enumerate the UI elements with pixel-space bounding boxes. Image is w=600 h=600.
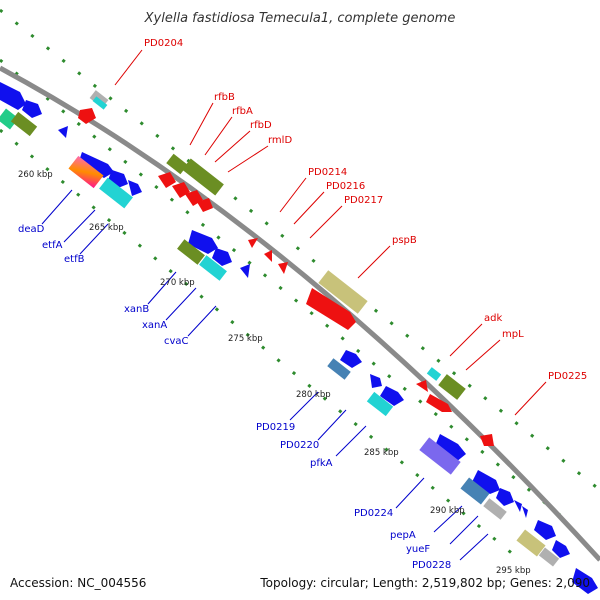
- gene-arrow: [240, 264, 250, 278]
- gene-arrow: [370, 374, 382, 388]
- accession-text: Accession: NC_004556: [10, 576, 146, 590]
- kbp-label: 260 kbp: [18, 170, 53, 180]
- gene-label: deaD: [18, 224, 45, 235]
- kbp-label: 295 kbp: [496, 566, 531, 576]
- gene-block: [538, 547, 560, 567]
- kbp-label: 280 kbp: [296, 390, 331, 400]
- gene-label: pfkA: [310, 458, 333, 469]
- gene-arrow: [128, 180, 142, 196]
- reverse-genes: [0, 82, 598, 594]
- tick-track-outer: [0, 8, 600, 492]
- gene-block: [68, 155, 104, 189]
- gene-block: [426, 367, 442, 381]
- gene-block: [438, 374, 466, 400]
- gene-label: PD0224: [354, 508, 393, 519]
- gene-arrow: [496, 488, 514, 506]
- kbp-label: 270 kbp: [160, 278, 195, 288]
- gene-block: [99, 177, 133, 209]
- gene-block: [318, 270, 368, 314]
- gene-label: PD0220: [280, 440, 319, 451]
- gene-arrow: [158, 172, 176, 188]
- reverse-leaders: [41, 189, 489, 561]
- gene-arrow: [514, 500, 522, 512]
- gene-arrow: [552, 540, 570, 558]
- gene-arrow: [472, 470, 500, 494]
- tick-track-inner: [0, 128, 521, 562]
- gene-label: PD0228: [412, 560, 451, 571]
- gene-block: [419, 437, 461, 475]
- gene-block: [327, 358, 351, 380]
- gene-label: mpL: [502, 329, 524, 340]
- topology-text: Topology: circular; Length: 2,519,802 bp…: [259, 576, 590, 590]
- gene-label: PD0214: [308, 167, 347, 178]
- kbp-label: 285 kbp: [364, 448, 399, 458]
- tick-track-mid: [0, 58, 561, 517]
- gene-block: [366, 391, 394, 417]
- gene-block: [199, 255, 227, 281]
- reverse-gene-labels: deaD etfA etfB xanB xanA cvaC PD0219 PD0…: [18, 224, 451, 571]
- gene-label: pspB: [392, 235, 417, 246]
- gene-block: [177, 239, 205, 265]
- gene-arrow: [534, 520, 556, 540]
- gene-arrow: [416, 380, 428, 392]
- gene-block: [182, 158, 224, 196]
- gene-label: yueF: [406, 544, 430, 555]
- kbp-label: 290 kbp: [430, 506, 465, 516]
- kbp-labels: 260 kbp 265 kbp 270 kbp 275 kbp 280 kbp …: [18, 170, 531, 576]
- gene-arrow: [278, 262, 288, 274]
- gene-arrow: [22, 100, 42, 118]
- gene-arrow: [188, 230, 218, 254]
- gene-arrow: [197, 198, 213, 212]
- gene-label: cvaC: [164, 336, 189, 347]
- gene-block: [166, 153, 188, 175]
- kbp-label: 275 kbp: [228, 334, 263, 344]
- gene-block: [92, 96, 108, 110]
- gene-label: rmlD: [268, 135, 292, 146]
- gene-label: PD0219: [256, 422, 295, 433]
- gene-arrow: [480, 434, 494, 446]
- kbp-label: 265 kbp: [89, 223, 124, 233]
- map-title: Xylella fastidiosa Temecula1, complete g…: [144, 11, 456, 26]
- gene-arrow: [78, 152, 114, 178]
- gene-arrow: [78, 108, 96, 124]
- gene-label: rfbB: [214, 92, 235, 103]
- gene-label: pepA: [390, 530, 416, 541]
- gene-arrow: [0, 82, 26, 110]
- gene-label: rfbD: [250, 120, 272, 131]
- gene-block: [483, 498, 507, 520]
- forward-leaders: [114, 49, 547, 416]
- forward-gene-labels: PD0204 rfbB rfbA rfbD rmlD PD0214 PD0216…: [144, 38, 587, 382]
- gene-arrow: [264, 250, 272, 262]
- gene-label: PD0216: [326, 181, 365, 192]
- gene-arrow: [426, 394, 452, 412]
- gene-label: PD0204: [144, 38, 183, 49]
- gene-arrow: [306, 288, 356, 330]
- gene-arrow: [248, 238, 258, 248]
- gene-arrow: [522, 506, 528, 518]
- gene-block: [516, 529, 546, 557]
- gene-arrow: [212, 248, 232, 266]
- gene-arrow: [340, 350, 362, 368]
- gene-block: [10, 111, 38, 137]
- gene-label: etfA: [42, 240, 63, 251]
- gene-label: xanB: [124, 304, 149, 315]
- gene-label: adk: [484, 313, 502, 324]
- gene-arrow: [572, 568, 598, 594]
- forward-genes: [78, 90, 494, 446]
- gene-arrow: [434, 434, 466, 462]
- genome-backbone: [0, 65, 600, 562]
- gene-arrow: [58, 126, 68, 138]
- gene-block: [0, 108, 19, 130]
- gene-label: xanA: [142, 320, 167, 331]
- gene-label: rfbA: [232, 106, 253, 117]
- gene-label: PD0225: [548, 371, 587, 382]
- gene-label: etfB: [64, 254, 85, 265]
- gene-arrow: [380, 386, 404, 406]
- gene-label: PD0217: [344, 195, 383, 206]
- gene-block: [460, 477, 490, 505]
